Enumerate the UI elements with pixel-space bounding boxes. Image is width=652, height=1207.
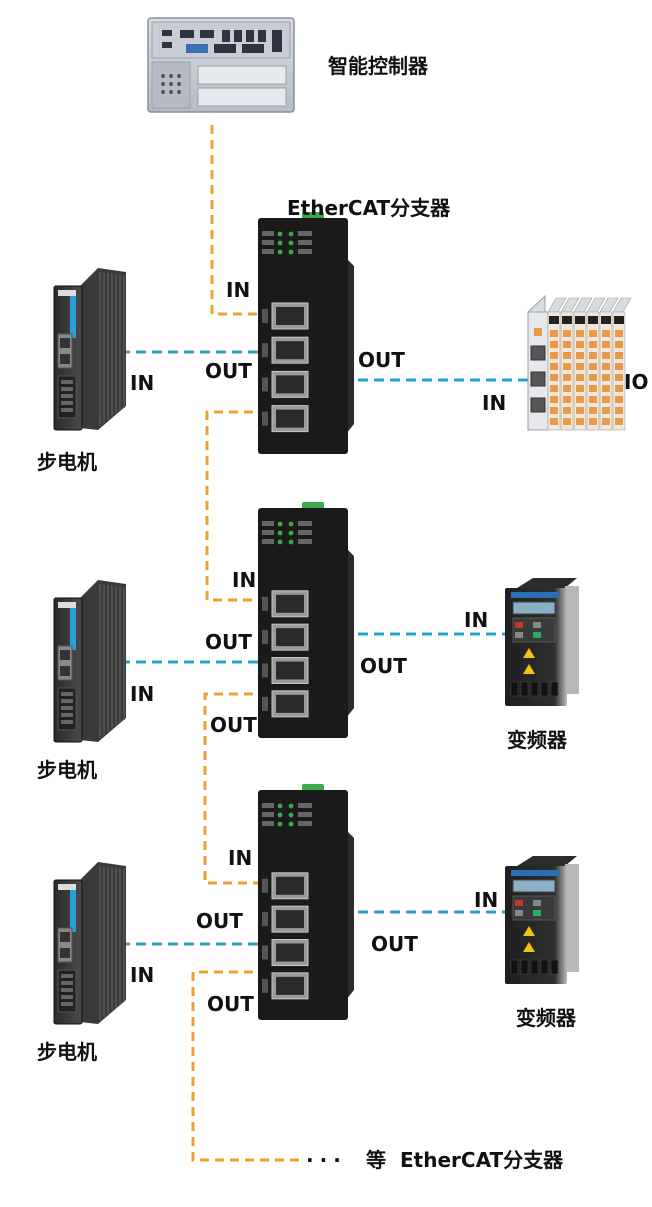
splitter-group [258, 212, 354, 1020]
splitter-1-port-1 [262, 302, 309, 330]
splitter-1-port-3 [262, 370, 309, 398]
smart-controller-device [147, 17, 295, 113]
inverter-device-1 [505, 578, 579, 706]
splitter-title-label: EtherCAT分支器 [287, 196, 451, 220]
splitter-2-out2-label: OUT [360, 654, 407, 678]
controller-label: 智能控制器 [328, 54, 428, 78]
io-terminal-slice-6 [612, 297, 632, 431]
stepper-drive-1 [53, 268, 126, 431]
stepper-1-label: 步电机 [37, 450, 97, 474]
splitter-3-port-4 [262, 972, 309, 1000]
splitter-3-out1-label: OUT [196, 909, 243, 933]
stepper-drive-group [53, 268, 126, 1025]
ethercat-line-splitter-2-to-splitter-3 [203, 692, 283, 885]
ethercat-line-splitter-3-to-more [191, 970, 300, 1162]
stepper-1-in-label: IN [130, 371, 155, 395]
inverter-group [505, 578, 579, 984]
ethercat-line-controller-to-splitter-1 [210, 125, 283, 316]
inverter-2-in-label: IN [474, 888, 499, 912]
inverter-device-2 [505, 856, 579, 984]
io-terminal-slice-1 [547, 297, 567, 431]
io-terminal-slice-2 [560, 297, 580, 431]
stepper-drive-3 [53, 862, 126, 1025]
stepper-drive-2 [53, 580, 126, 743]
splitter-3-out2-label: OUT [371, 932, 418, 956]
splitter-1-device [258, 212, 354, 454]
splitter-2-in-label: IN [232, 568, 257, 592]
splitter-2-port-1 [262, 590, 309, 618]
splitter-1-out1-label: OUT [205, 359, 252, 383]
stepper-3-label: 步电机 [37, 1040, 97, 1064]
splitter-1-out2-label: OUT [358, 348, 405, 372]
splitter-3-port-1 [262, 872, 309, 900]
ethercat-chain-lines [191, 125, 300, 1162]
splitter-2-port-2 [262, 623, 309, 651]
splitter-2-device [258, 502, 354, 738]
splitter-3-port-3 [262, 939, 309, 966]
stepper-3-in-label: IN [130, 963, 155, 987]
io-in-label: IN [482, 391, 507, 415]
splitter-3-out3-label: OUT [207, 992, 254, 1016]
io-terminal-slice-3 [573, 297, 593, 431]
io-terminal-slice-5 [599, 297, 619, 431]
splitter-1-port-4 [262, 405, 309, 433]
io-module-device [527, 294, 632, 431]
inverter-2-label: 变频器 [516, 1006, 576, 1030]
footer-splitter-label: EtherCAT分支器 [400, 1148, 564, 1172]
footer-ellipsis: ··· [306, 1148, 347, 1172]
splitter-1-port-2 [262, 336, 309, 364]
splitter-3-port-2 [262, 905, 309, 933]
footer-prefix-label: 等 [366, 1148, 386, 1172]
inverter-1-label: 变频器 [507, 728, 567, 752]
splitter-2-port-4 [262, 690, 309, 718]
splitter-2-out3-label: OUT [210, 713, 257, 737]
splitter-2-out1-label: OUT [205, 630, 252, 654]
splitter-2-port-3 [262, 657, 309, 684]
stepper-2-in-label: IN [130, 682, 155, 706]
io-terminal-slice-4 [586, 297, 606, 431]
io-label: IO [624, 370, 649, 394]
stepper-2-label: 步电机 [37, 758, 97, 782]
inverter-1-in-label: IN [464, 608, 489, 632]
splitter-1-in-label: IN [226, 278, 251, 302]
splitter-3-in-label: IN [228, 846, 253, 870]
splitter-3-device [258, 784, 354, 1020]
ethercat-line-splitter-1-to-splitter-2 [205, 410, 283, 602]
